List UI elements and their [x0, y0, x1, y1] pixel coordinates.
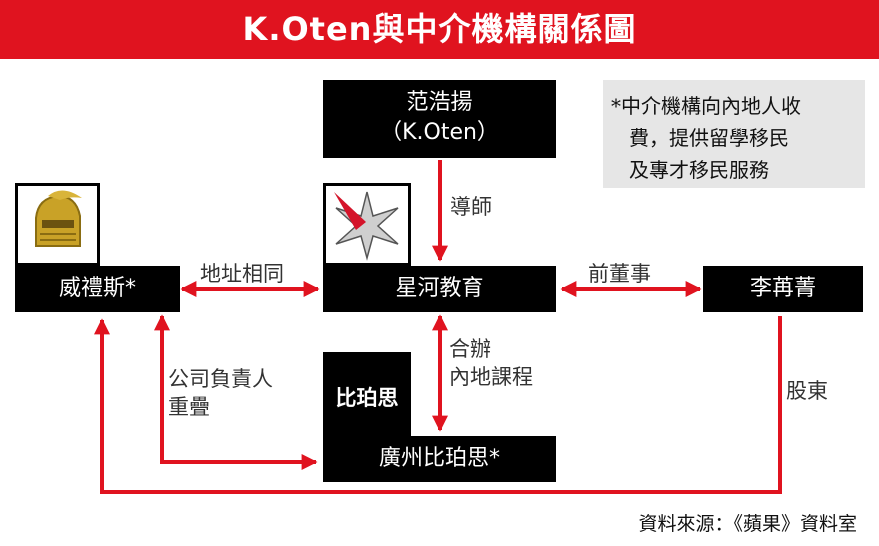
source-credit: 資料來源：《蘋果》資料室	[638, 513, 857, 535]
shareholder-arrow	[94, 316, 782, 494]
edge-label-former-director: 前董事	[588, 262, 651, 286]
node-fan-alias: （K.Oten）	[380, 120, 499, 145]
node-li-ranjing: 李苒菁	[703, 266, 863, 312]
knight-helmet-icon	[15, 183, 100, 266]
node-guangzhou-label: 廣州比珀思*	[378, 446, 500, 471]
node-xinghe-education: 星河教育	[323, 266, 556, 312]
edge-label-overlap-1: 公司負責人	[168, 367, 273, 391]
footnote-line-2: 費，提供留學移民	[629, 126, 789, 150]
node-guangzhou-bipos: 廣州比珀思*	[323, 436, 556, 482]
edge-label-shareholder: 股東	[786, 379, 828, 403]
star-burst-icon	[323, 183, 411, 266]
node-li-label: 李苒菁	[749, 276, 816, 301]
footnote-line-1: *中介機構向內地人收	[611, 94, 801, 118]
footnote-box	[603, 80, 865, 188]
edge-label-joint-course-2: 內地課程	[449, 365, 533, 389]
node-weilisi: 威禮斯*	[15, 266, 180, 312]
title-banner	[0, 0, 879, 59]
node-fan-haoyang: 范浩揚 （K.Oten）	[323, 80, 556, 158]
page-title: K.Oten與中介機構關係圖	[242, 10, 637, 48]
edge-label-same-address: 地址相同	[200, 262, 284, 286]
bipos-logo: 比珀思	[323, 352, 411, 438]
bipos-logo-text: 比珀思	[335, 386, 399, 410]
footnote-line-3: 及專才移民服務	[629, 158, 769, 182]
edge-label-overlap-2: 重疊	[168, 395, 210, 419]
edge-label-mentor: 導師	[450, 195, 492, 219]
node-xinghe-label: 星河教育	[395, 276, 484, 301]
edge-label-joint-course-1: 合辦	[449, 337, 491, 361]
overlap-person-arrow	[154, 314, 318, 470]
node-weilisi-label: 威禮斯*	[58, 276, 136, 301]
node-fan-name: 范浩揚	[406, 90, 473, 115]
